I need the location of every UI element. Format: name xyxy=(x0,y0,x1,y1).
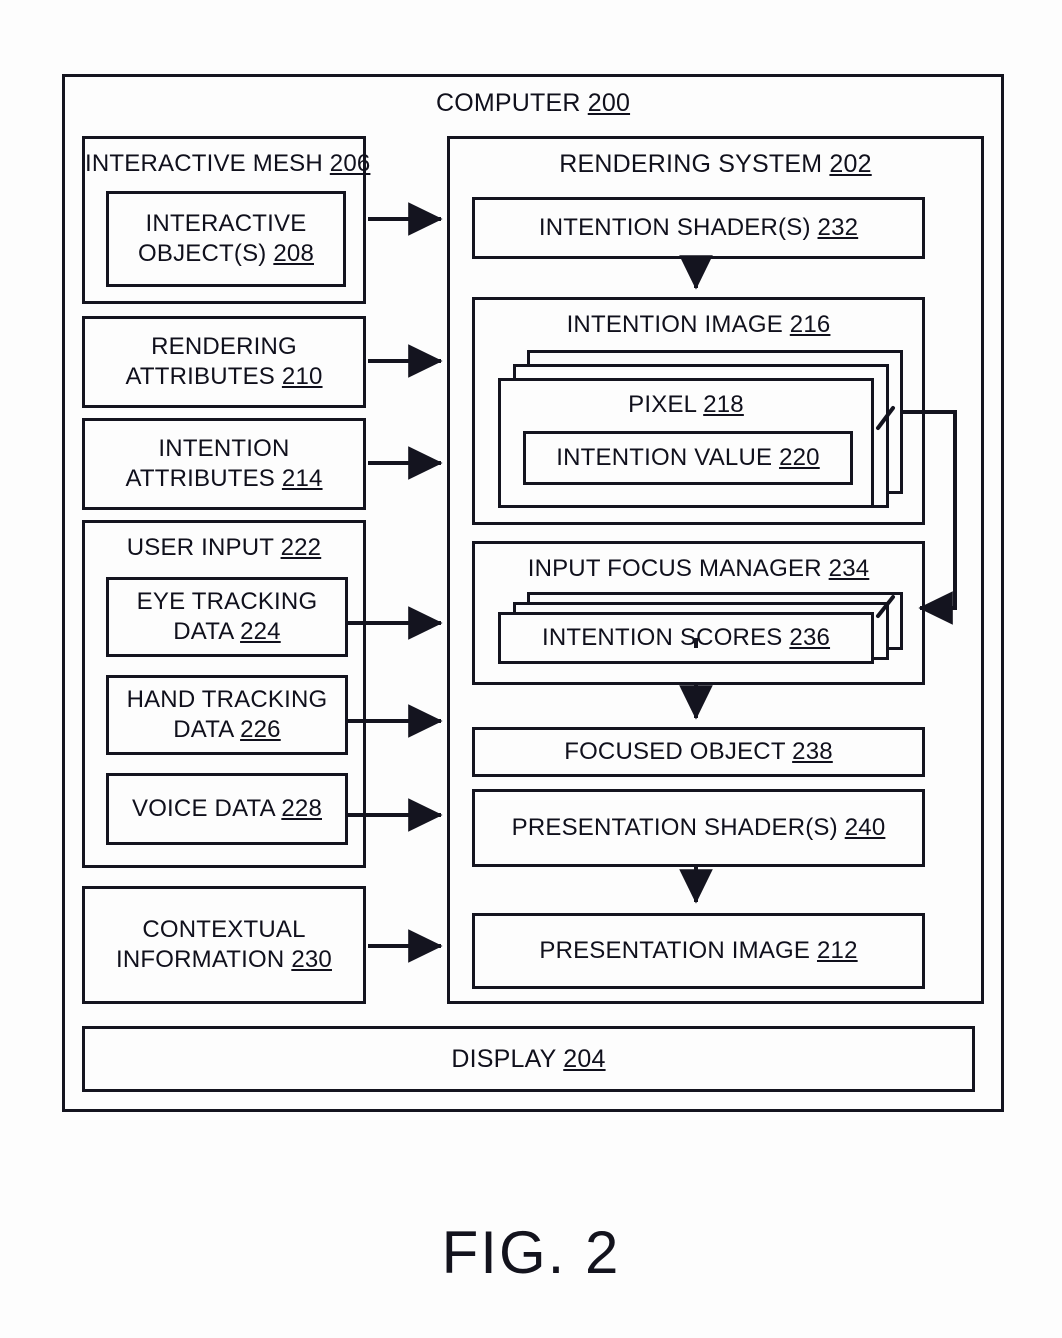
rendering-system-label: RENDERING SYSTEM xyxy=(559,150,823,178)
rendering-system-title: RENDERING SYSTEM 202 xyxy=(450,149,981,180)
presentation-shaders-text: PRESENTATION SHADER(S) 240 xyxy=(512,813,886,843)
eye-tracking-data-box: EYE TRACKING DATA 224 xyxy=(106,577,348,657)
intention-attributes-label: INTENTION ATTRIBUTES xyxy=(125,435,290,492)
intention-value-box: INTENTION VALUE 220 xyxy=(523,431,853,485)
eye-tracking-data-label: EYE TRACKING DATA xyxy=(136,588,318,645)
intention-image-title: INTENTION IMAGE 216 xyxy=(475,310,922,340)
interactive-mesh-title: INTERACTIVE MESH 206 xyxy=(85,149,370,179)
eye-tracking-data-ref: 224 xyxy=(240,618,281,645)
presentation-image-box: PRESENTATION IMAGE 212 xyxy=(472,913,925,989)
presentation-shaders-ref: 240 xyxy=(844,814,886,842)
display-label: DISPLAY xyxy=(451,1044,557,1073)
contextual-information-label: CONTEXTUAL INFORMATION xyxy=(116,916,306,973)
intention-shaders-label: INTENTION SHADER(S) xyxy=(538,214,811,242)
contextual-information-text: CONTEXTUAL INFORMATION 230 xyxy=(116,915,332,975)
computer-ref: 200 xyxy=(587,89,631,117)
focused-object-label: FOCUSED OBJECT xyxy=(564,738,786,766)
intention-value-label: INTENTION VALUE xyxy=(556,444,773,472)
intention-attributes-ref: 214 xyxy=(281,465,323,492)
intention-scores-label: INTENTION SCORES xyxy=(541,624,783,652)
interactive-mesh-ref: 206 xyxy=(329,150,371,177)
presentation-image-text: PRESENTATION IMAGE 212 xyxy=(539,936,857,966)
display-ref: 204 xyxy=(563,1044,606,1073)
user-input-label: USER INPUT xyxy=(126,534,274,561)
contextual-information-ref: 230 xyxy=(291,946,332,973)
intention-value-ref: 220 xyxy=(779,444,820,472)
interactive-objects-label: INTERACTIVE OBJECT(S) xyxy=(138,210,307,267)
focused-object-ref: 238 xyxy=(792,738,833,766)
voice-data-text: VOICE DATA 228 xyxy=(132,794,322,824)
presentation-shaders-box: PRESENTATION SHADER(S) 240 xyxy=(472,789,925,867)
hand-tracking-data-box: HAND TRACKING DATA 226 xyxy=(106,675,348,755)
pixel-box: PIXEL 218 INTENTION VALUE 220 xyxy=(498,378,874,508)
user-input-ref: 222 xyxy=(280,534,322,561)
input-focus-manager-ref: 234 xyxy=(828,555,870,582)
display-text: DISPLAY 204 xyxy=(451,1044,605,1075)
voice-data-label: VOICE DATA xyxy=(131,795,275,823)
rendering-system-ref: 202 xyxy=(829,150,872,178)
interactive-mesh-container: INTERACTIVE MESH 206 INTERACTIVE OBJECT(… xyxy=(82,136,370,304)
hand-tracking-data-ref: 226 xyxy=(240,716,281,743)
intention-shaders-box: INTENTION SHADER(S) 232 xyxy=(472,197,925,259)
voice-data-ref: 228 xyxy=(281,795,322,823)
intention-shaders-text: INTENTION SHADER(S) 232 xyxy=(539,213,858,243)
interactive-objects-box: INTERACTIVE OBJECT(S) 208 xyxy=(106,191,346,287)
rendering-attributes-box: RENDERING ATTRIBUTES 210 xyxy=(82,316,366,408)
interactive-objects-text: INTERACTIVE OBJECT(S) 208 xyxy=(138,209,314,269)
input-focus-manager-container: INPUT FOCUS MANAGER 234 INTENTION SCORES… xyxy=(472,541,925,685)
intention-scores-box: INTENTION SCORES 236 xyxy=(498,612,874,664)
pixel-title: PIXEL 218 xyxy=(501,390,871,420)
figure-caption: FIG. 2 xyxy=(441,1219,621,1286)
intention-shaders-ref: 232 xyxy=(817,214,859,242)
presentation-image-ref: 212 xyxy=(816,937,858,965)
intention-image-ref: 216 xyxy=(789,311,831,338)
hand-tracking-data-label: HAND TRACKING DATA xyxy=(126,686,328,743)
intention-scores-ref: 236 xyxy=(789,624,831,652)
input-focus-manager-label: INPUT FOCUS MANAGER xyxy=(527,555,822,582)
computer-title: COMPUTER 200 xyxy=(65,88,1001,119)
interactive-mesh-label: INTERACTIVE MESH xyxy=(85,150,323,177)
pixel-ref: 218 xyxy=(703,391,744,418)
intention-image-container: INTENTION IMAGE 216 PIXEL 218 INTENTION … xyxy=(472,297,925,525)
user-input-title: USER INPUT 222 xyxy=(85,533,363,563)
eye-tracking-data-text: EYE TRACKING DATA 224 xyxy=(109,587,345,647)
rendering-system-container: RENDERING SYSTEM 202 INTENTION SHADER(S)… xyxy=(447,136,984,1004)
intention-attributes-text: INTENTION ATTRIBUTES 214 xyxy=(125,434,322,494)
contextual-information-box: CONTEXTUAL INFORMATION 230 xyxy=(82,886,366,1004)
focused-object-text: FOCUSED OBJECT 238 xyxy=(564,737,833,767)
input-focus-manager-title: INPUT FOCUS MANAGER 234 xyxy=(475,554,922,584)
intention-scores-text: INTENTION SCORES 236 xyxy=(542,623,830,653)
user-input-container: USER INPUT 222 EYE TRACKING DATA 224 HAN… xyxy=(82,520,366,868)
presentation-image-label: PRESENTATION IMAGE xyxy=(539,937,811,965)
intention-image-label: INTENTION IMAGE xyxy=(566,311,783,338)
presentation-shaders-label: PRESENTATION SHADER(S) xyxy=(511,814,838,842)
rendering-attributes-label: RENDERING ATTRIBUTES xyxy=(125,333,297,390)
rendering-attributes-ref: 210 xyxy=(281,363,323,390)
focused-object-box: FOCUSED OBJECT 238 xyxy=(472,727,925,777)
voice-data-box: VOICE DATA 228 xyxy=(106,773,348,845)
display-box: DISPLAY 204 xyxy=(82,1026,975,1092)
pixel-label: PIXEL xyxy=(628,391,697,418)
intention-attributes-box: INTENTION ATTRIBUTES 214 xyxy=(82,418,366,510)
interactive-objects-ref: 208 xyxy=(273,240,314,267)
hand-tracking-data-text: HAND TRACKING DATA 226 xyxy=(127,685,328,745)
intention-value-text: INTENTION VALUE 220 xyxy=(556,443,819,473)
rendering-attributes-text: RENDERING ATTRIBUTES 210 xyxy=(125,332,322,392)
computer-label: COMPUTER xyxy=(435,89,581,117)
